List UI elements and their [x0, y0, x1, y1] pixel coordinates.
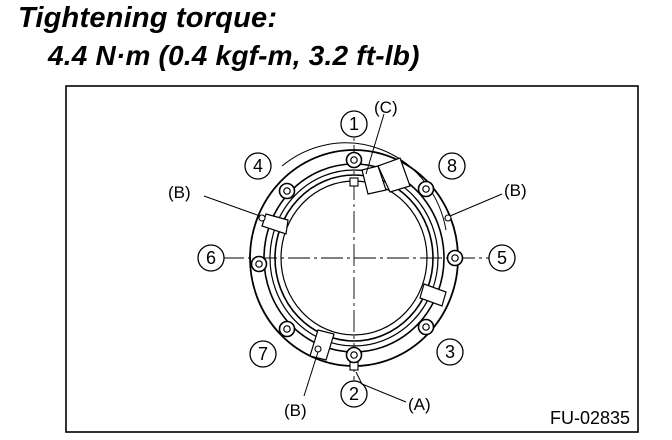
callout-b-left: (B) — [168, 183, 191, 202]
alignment-notch-top — [349, 177, 359, 187]
clip-tab — [361, 165, 387, 195]
alignment-hole — [258, 214, 266, 222]
leader-b-bottom — [303, 351, 319, 397]
leader-c — [365, 113, 385, 175]
torque-value: 4.4 N·m (0.4 kgf-m, 3.2 ft-lb) — [48, 40, 420, 71]
leader-b-right — [449, 193, 503, 217]
flange-outer-shadow — [281, 142, 447, 231]
bolt-7 — [278, 320, 296, 338]
bolt-order-4: 4 — [253, 156, 263, 176]
alignment-marks — [258, 177, 452, 371]
plate-ring-inner — [274, 174, 434, 342]
bolt-order-2: 2 — [349, 384, 359, 404]
bolt-order-6: 6 — [206, 248, 216, 268]
bolt-1 — [345, 151, 363, 169]
callout-b-bottom: (B) — [284, 401, 307, 420]
plate-ring-middle — [269, 169, 439, 347]
callout-c: (C) — [374, 98, 398, 117]
clip-tabs — [261, 157, 447, 361]
bolt-5 — [446, 249, 464, 267]
bolt-8 — [417, 180, 435, 198]
torque-heading: Tightening torque: — [18, 2, 278, 34]
bolts — [250, 151, 464, 364]
bolt-order-7: 7 — [258, 344, 268, 364]
callout-b-right: (B) — [504, 181, 527, 200]
clip-tab — [377, 157, 411, 193]
callout-a: (A) — [408, 395, 431, 414]
bolt-order-5: 5 — [497, 248, 507, 268]
leader-lines — [203, 113, 503, 403]
bolt-6 — [250, 255, 268, 273]
bolt-4 — [278, 182, 296, 200]
leader-b-left — [203, 195, 261, 217]
alignment-hole — [314, 345, 322, 353]
clip-tab — [261, 213, 289, 235]
bolt-order-markers — [197, 110, 516, 408]
bolt-order-8: 8 — [447, 156, 457, 176]
figure-frame — [65, 85, 639, 433]
alignment-hole — [444, 214, 452, 222]
bolt-2 — [345, 346, 363, 364]
leader-a — [355, 371, 407, 403]
bolt-order-3: 3 — [445, 342, 455, 362]
clip-tab — [309, 329, 335, 361]
bolt-order-1: 1 — [349, 114, 359, 134]
clip-tab — [419, 283, 447, 307]
figure-code: FU-02835 — [550, 408, 630, 428]
bolt-3 — [417, 318, 435, 336]
